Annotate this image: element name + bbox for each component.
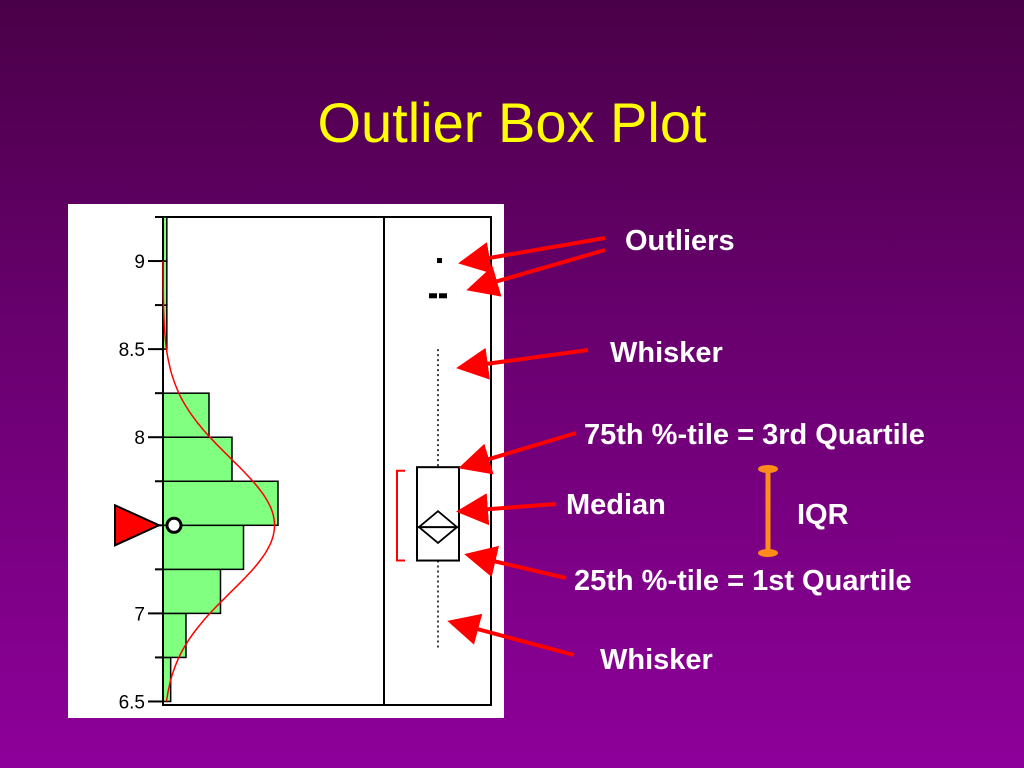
- callout-iqr: IQR: [797, 499, 849, 531]
- iqr-bracket: [758, 465, 778, 557]
- arrow-outlier-top: [458, 236, 606, 274]
- arrow-q1: [464, 545, 567, 580]
- y-tick-label: 6.5: [119, 692, 145, 713]
- callout-q3: 75th %-tile = 3rd Quartile: [584, 419, 925, 451]
- plot-panel: 6.577.588.59: [68, 204, 504, 718]
- arrow-q3: [458, 431, 577, 475]
- arrow-median: [456, 493, 557, 526]
- histogram-bar-5: [162, 436, 233, 483]
- callout-q1: 25th %-tile = 1st Quartile: [574, 565, 912, 597]
- density-curve: [162, 260, 276, 702]
- y-tick-label: 8.5: [119, 340, 145, 361]
- mean-triangle-marker: [114, 503, 162, 547]
- shortest-half-bracket: [396, 469, 405, 562]
- callout-whisker-bottom: Whisker: [600, 644, 713, 676]
- arrow-whisker-top: [456, 347, 589, 380]
- mean-circle-marker: [165, 516, 183, 534]
- arrow-outlier-bottom: [466, 248, 606, 297]
- outlier-point-0: [437, 258, 442, 264]
- callout-whisker-top: Whisker: [610, 337, 723, 369]
- callout-median: Median: [566, 489, 666, 521]
- y-tick-label: 9: [134, 252, 145, 273]
- slide-title: Outlier Box Plot: [317, 91, 707, 154]
- y-tick-label: 7: [134, 604, 145, 625]
- outlier-point-1-1: [439, 293, 447, 299]
- y-tick-label: 8: [134, 428, 145, 449]
- outlier-point-1-0: [429, 293, 437, 299]
- callout-outliers: Outliers: [625, 225, 735, 257]
- box-plot-chart: 6.577.588.59: [114, 216, 492, 713]
- mean-diamond: [417, 510, 459, 545]
- histogram-bar-2: [162, 568, 222, 615]
- arrow-whisker-bottom: [447, 613, 575, 657]
